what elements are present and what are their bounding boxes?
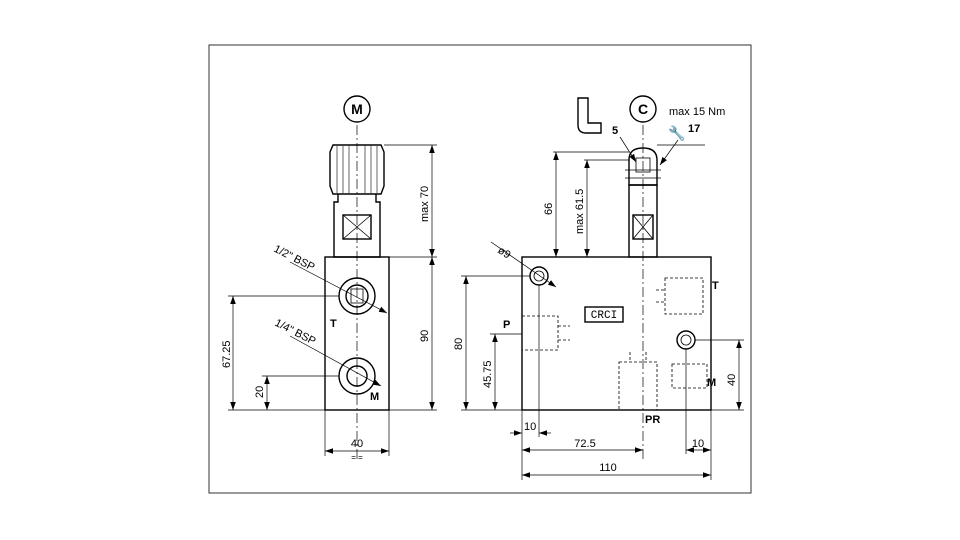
hex-key-size: 5	[612, 125, 618, 137]
dim-72-5: 72.5	[574, 438, 595, 450]
adjuster-cap	[628, 147, 658, 186]
dim-20: 20	[254, 386, 266, 398]
hidden-port-m	[671, 363, 708, 389]
knob	[329, 144, 385, 195]
view-badge-m	[343, 95, 371, 123]
view-badge-m-label: M	[351, 101, 363, 117]
port-label-m-left: M	[370, 391, 379, 403]
hidden-port-pr	[618, 361, 658, 411]
valve-body-front	[521, 256, 712, 411]
wrench-size: 17	[688, 123, 700, 135]
nameplate-text: CRCI	[591, 310, 617, 322]
drawing-frame	[208, 44, 752, 494]
port-label-t-right: T	[712, 280, 719, 292]
dim-67-25: 67.25	[221, 340, 233, 368]
port-label-m-right: M	[707, 377, 716, 389]
hidden-port-t	[664, 277, 704, 315]
view-badge-c-label: C	[638, 101, 648, 117]
hex-key-symbol	[577, 97, 602, 134]
dim-45-75: 45.75	[482, 360, 494, 388]
wrench-icon: 🔧	[668, 124, 685, 142]
nameplate-box	[584, 306, 624, 323]
dim-10-right: 10	[692, 438, 704, 450]
left-view: M 1/2" BSP T 1/4" BSP	[221, 95, 437, 462]
thread-label-lower: 1/4" BSP	[273, 317, 318, 348]
port-label-t-left: T	[330, 318, 337, 330]
mounting-hole-right	[676, 330, 696, 350]
port-label-p: P	[503, 319, 510, 331]
dim-max61-5: max 61.5	[574, 189, 586, 234]
torque-label: max 15 Nm	[669, 106, 725, 118]
port-label-pr: PR	[645, 414, 660, 426]
dim-80: 80	[453, 338, 465, 350]
dim-90-left: 90	[419, 330, 431, 342]
hole-diameter: ø9	[495, 244, 512, 261]
view-badge-c	[629, 95, 657, 123]
dim-40-right: 40	[726, 374, 738, 386]
hidden-port-p	[521, 315, 559, 351]
mounting-hole-left	[529, 266, 549, 286]
right-view: C max 15 Nm 5 🔧 17 ø9 CRCI	[453, 95, 744, 480]
dim-40-left: 40	[351, 438, 363, 450]
dim-10-left: 10	[524, 421, 536, 433]
knob-knurling	[336, 146, 378, 193]
thread-label-upper: 1/2" BSP	[272, 243, 317, 274]
equal-marks: = =	[351, 453, 363, 462]
valve-body-side	[324, 256, 390, 411]
dim-66: 66	[543, 203, 555, 215]
dim-110: 110	[599, 462, 617, 474]
dim-max70: max 70	[419, 186, 431, 222]
